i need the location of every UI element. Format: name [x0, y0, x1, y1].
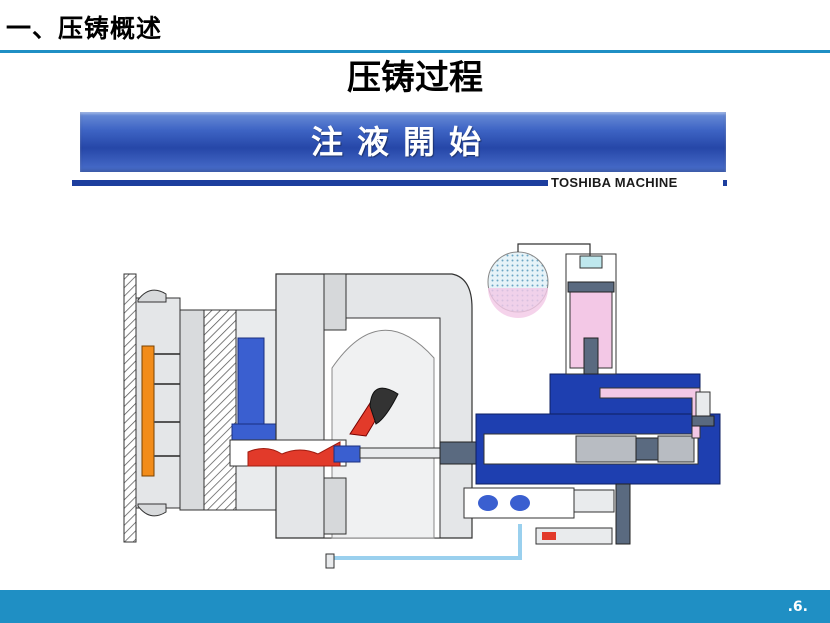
moving-mold	[179, 309, 237, 511]
die-casting-machine-diagram	[123, 243, 721, 569]
brand-rule-end	[723, 180, 727, 186]
slide-title: 压铸过程	[347, 58, 483, 98]
gas-tank	[487, 243, 591, 318]
shot-sleeve	[229, 439, 361, 467]
banner-rule	[72, 180, 548, 186]
ladle	[349, 387, 399, 437]
footer-bar: .6.	[0, 590, 830, 623]
stage-banner: 注液開始	[80, 112, 726, 172]
hydraulic-line	[325, 524, 522, 569]
page-number: .6.	[787, 599, 808, 615]
ejector-plate	[141, 345, 184, 477]
stage-banner-text: 注液開始	[310, 123, 495, 161]
plunger-rod	[359, 441, 477, 465]
brand-logo-text: TOSHIBA MACHINE	[551, 175, 678, 190]
control-valves	[463, 483, 631, 545]
fixed-mold	[231, 309, 277, 511]
pressure-gauge	[691, 391, 715, 427]
heading-rule	[0, 50, 830, 53]
injection-cylinder	[475, 373, 721, 485]
accumulator	[565, 253, 617, 375]
section-heading: 一、压铸概述	[6, 14, 163, 43]
